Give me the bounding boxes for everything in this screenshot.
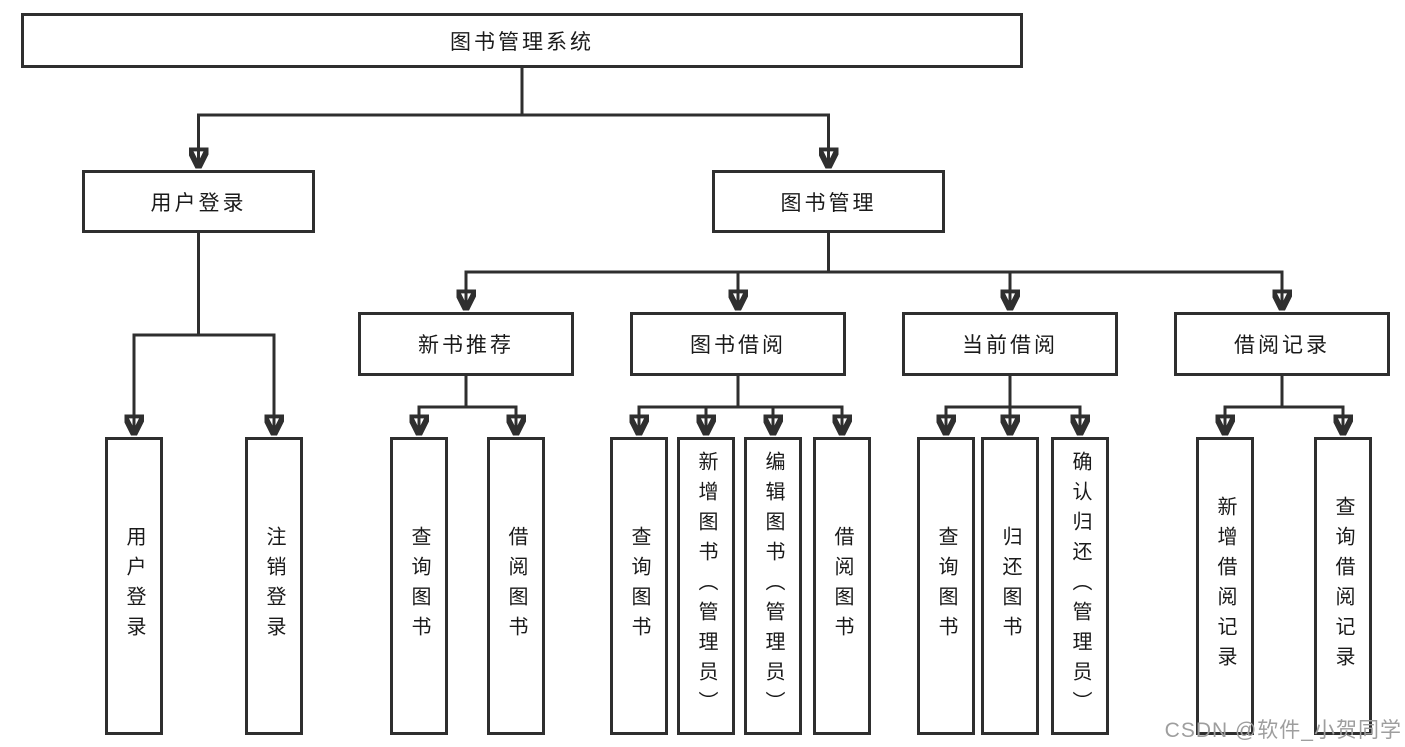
node-label: 图书管理 — [780, 191, 877, 215]
leaf-confirm-return-admin: 确认归还（管理员） — [1051, 437, 1109, 735]
leaf-label: 新增图书（管理员） — [695, 451, 717, 721]
leaf-add-borrow-record: 新增借阅记录 — [1196, 437, 1254, 735]
leaf-edit-book-admin: 编辑图书（管理员） — [744, 437, 802, 735]
leaf-query-book: 查询图书 — [917, 437, 975, 735]
leaf-query-book: 查询图书 — [390, 437, 448, 735]
leaf-label: 新增借阅记录 — [1214, 496, 1236, 676]
leaf-add-book-admin: 新增图书（管理员） — [677, 437, 735, 735]
node-new-book-recommend: 新书推荐 — [358, 312, 574, 376]
leaf-label: 确认归还（管理员） — [1069, 451, 1091, 721]
leaf-query-borrow-record: 查询借阅记录 — [1314, 437, 1372, 735]
node-label: 当前借阅 — [962, 334, 1058, 357]
node-label: 用户登录 — [150, 191, 247, 215]
leaf-label: 借阅图书 — [831, 526, 853, 646]
leaf-logout: 注销登录 — [245, 437, 303, 735]
leaf-label: 查询图书 — [628, 526, 650, 646]
node-label: 图书管理系统 — [450, 30, 594, 54]
leaf-label: 归还图书 — [999, 526, 1021, 646]
leaf-label: 查询借阅记录 — [1332, 496, 1354, 676]
node-label: 新书推荐 — [418, 334, 514, 357]
node-label: 图书借阅 — [690, 334, 786, 357]
leaf-label: 借阅图书 — [505, 526, 527, 646]
leaf-label: 查询图书 — [408, 526, 430, 646]
leaf-query-book: 查询图书 — [610, 437, 668, 735]
node-current-borrow: 当前借阅 — [902, 312, 1118, 376]
leaf-borrow-book: 借阅图书 — [813, 437, 871, 735]
leaf-user-login: 用户登录 — [105, 437, 163, 735]
node-book-borrow: 图书借阅 — [630, 312, 846, 376]
leaf-label: 编辑图书（管理员） — [762, 451, 784, 721]
node-label: 借阅记录 — [1234, 334, 1330, 357]
node-library-management-system: 图书管理系统 — [21, 13, 1023, 68]
leaf-label: 注销登录 — [263, 526, 285, 646]
leaf-borrow-book: 借阅图书 — [487, 437, 545, 735]
leaf-return-book: 归还图书 — [981, 437, 1039, 735]
leaf-label: 查询图书 — [935, 526, 957, 646]
leaf-label: 用户登录 — [123, 526, 145, 646]
node-book-management: 图书管理 — [712, 170, 945, 233]
csdn-watermark: CSDN @软件_小贺同学 — [1164, 719, 1402, 742]
node-user-login: 用户登录 — [82, 170, 315, 233]
node-borrow-records: 借阅记录 — [1174, 312, 1390, 376]
